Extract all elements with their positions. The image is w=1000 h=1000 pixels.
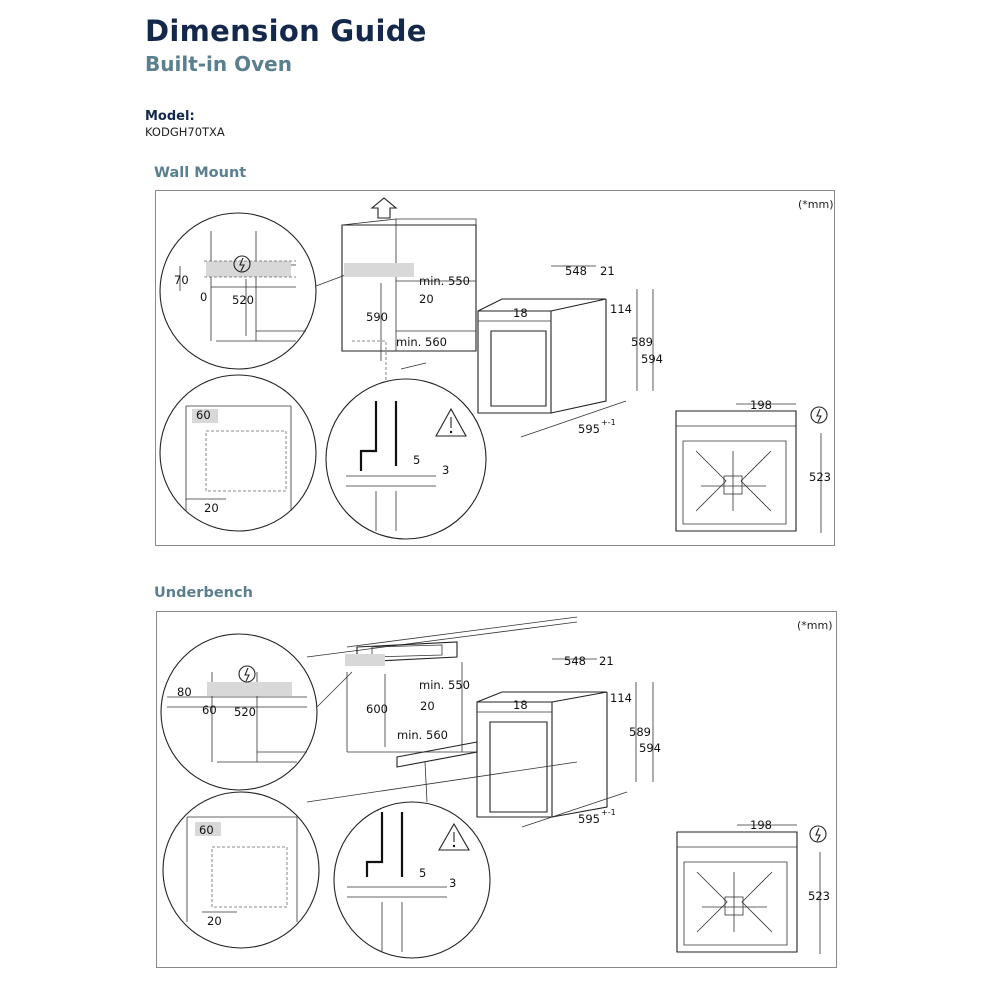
min-550: min. 550 xyxy=(419,678,470,692)
oven-front-view xyxy=(676,831,798,953)
dim-600: 600 xyxy=(366,702,388,716)
dim-21: 21 xyxy=(599,654,614,668)
dim-20b: 20 xyxy=(419,292,434,306)
dim-523: 523 xyxy=(808,889,830,903)
oven-drawing xyxy=(476,691,608,818)
dim-114: 114 xyxy=(610,302,632,316)
dim-589: 589 xyxy=(629,725,651,739)
rail-detail xyxy=(325,378,487,540)
page-title: Dimension Guide xyxy=(145,14,427,48)
dim-0: 0 xyxy=(200,290,207,304)
dim-548: 548 xyxy=(564,654,586,668)
electrical-warning-icon xyxy=(238,665,256,683)
underbench-title: Underbench xyxy=(154,585,253,601)
model-label: Model: xyxy=(145,109,195,124)
oven-drawing xyxy=(477,298,607,414)
dim-3: 3 xyxy=(449,876,456,890)
unit-note: (*mm) xyxy=(798,198,834,211)
underbench-diagram: (*mm) 80 60 520 60 20 600 min. 550 20 mi… xyxy=(156,611,837,968)
dim-60: 60 xyxy=(196,408,211,422)
wall-cabinet xyxy=(341,218,477,381)
up-arrow-icon xyxy=(370,197,398,219)
dim-590: 590 xyxy=(366,310,388,324)
caution-triangle-icon xyxy=(435,407,467,437)
dim-595: 595 xyxy=(578,812,600,826)
min-560: min. 560 xyxy=(397,728,448,742)
oven-front-view xyxy=(675,410,797,532)
dim-80: 80 xyxy=(177,685,192,699)
underbench-drawing: (*mm) 80 60 520 60 20 600 min. 550 20 mi… xyxy=(160,616,833,959)
dim-594: 594 xyxy=(639,741,661,755)
dim-18: 18 xyxy=(513,306,528,320)
dim-21: 21 xyxy=(600,264,615,278)
electrical-warning-icon xyxy=(810,406,828,424)
ventilation-detail xyxy=(159,212,317,370)
dim-594: 594 xyxy=(641,352,663,366)
dim-70: 70 xyxy=(174,273,189,287)
page-subtitle: Built-in Oven xyxy=(145,52,292,76)
dim-20: 20 xyxy=(204,501,219,515)
dim-5: 5 xyxy=(419,866,426,880)
dim-595-tolerance: +-1 xyxy=(601,418,616,427)
dim-5: 5 xyxy=(413,453,420,467)
bench-cabinet xyxy=(306,616,578,803)
rail-detail xyxy=(333,801,491,959)
dim-589: 589 xyxy=(631,335,653,349)
dim-18: 18 xyxy=(513,698,528,712)
wall-mount-diagram: (*mm) 70 0 520 60 20 590 min. 550 20 xyxy=(155,190,835,546)
electrical-warning-icon xyxy=(809,825,827,843)
dim-198: 198 xyxy=(750,818,772,832)
dim-20b: 20 xyxy=(420,699,435,713)
wall-mount-drawing: (*mm) 70 0 520 60 20 590 min. 550 20 xyxy=(159,197,834,540)
dim-520: 520 xyxy=(232,293,254,307)
dim-198: 198 xyxy=(750,398,772,412)
dim-523: 523 xyxy=(809,470,831,484)
dim-20a: 20 xyxy=(207,914,222,928)
dim-3: 3 xyxy=(442,463,449,477)
dim-548: 548 xyxy=(565,264,587,278)
side-detail xyxy=(159,374,317,532)
dim-60b: 60 xyxy=(199,823,214,837)
dim-595-tolerance: +-1 xyxy=(601,808,616,817)
unit-note: (*mm) xyxy=(797,619,833,632)
dim-114: 114 xyxy=(610,691,632,705)
min-560: min. 560 xyxy=(396,335,447,349)
min-550: min. 550 xyxy=(419,274,470,288)
dim-60a: 60 xyxy=(202,703,217,717)
electrical-warning-icon xyxy=(233,255,251,273)
caution-triangle-icon xyxy=(438,822,470,851)
model-value: KODGH70TXA xyxy=(145,125,225,139)
side-detail xyxy=(162,791,320,949)
ventilation-detail xyxy=(160,633,318,791)
dim-595: 595 xyxy=(578,422,600,436)
wall-mount-title: Wall Mount xyxy=(154,165,247,181)
dim-520: 520 xyxy=(234,705,256,719)
